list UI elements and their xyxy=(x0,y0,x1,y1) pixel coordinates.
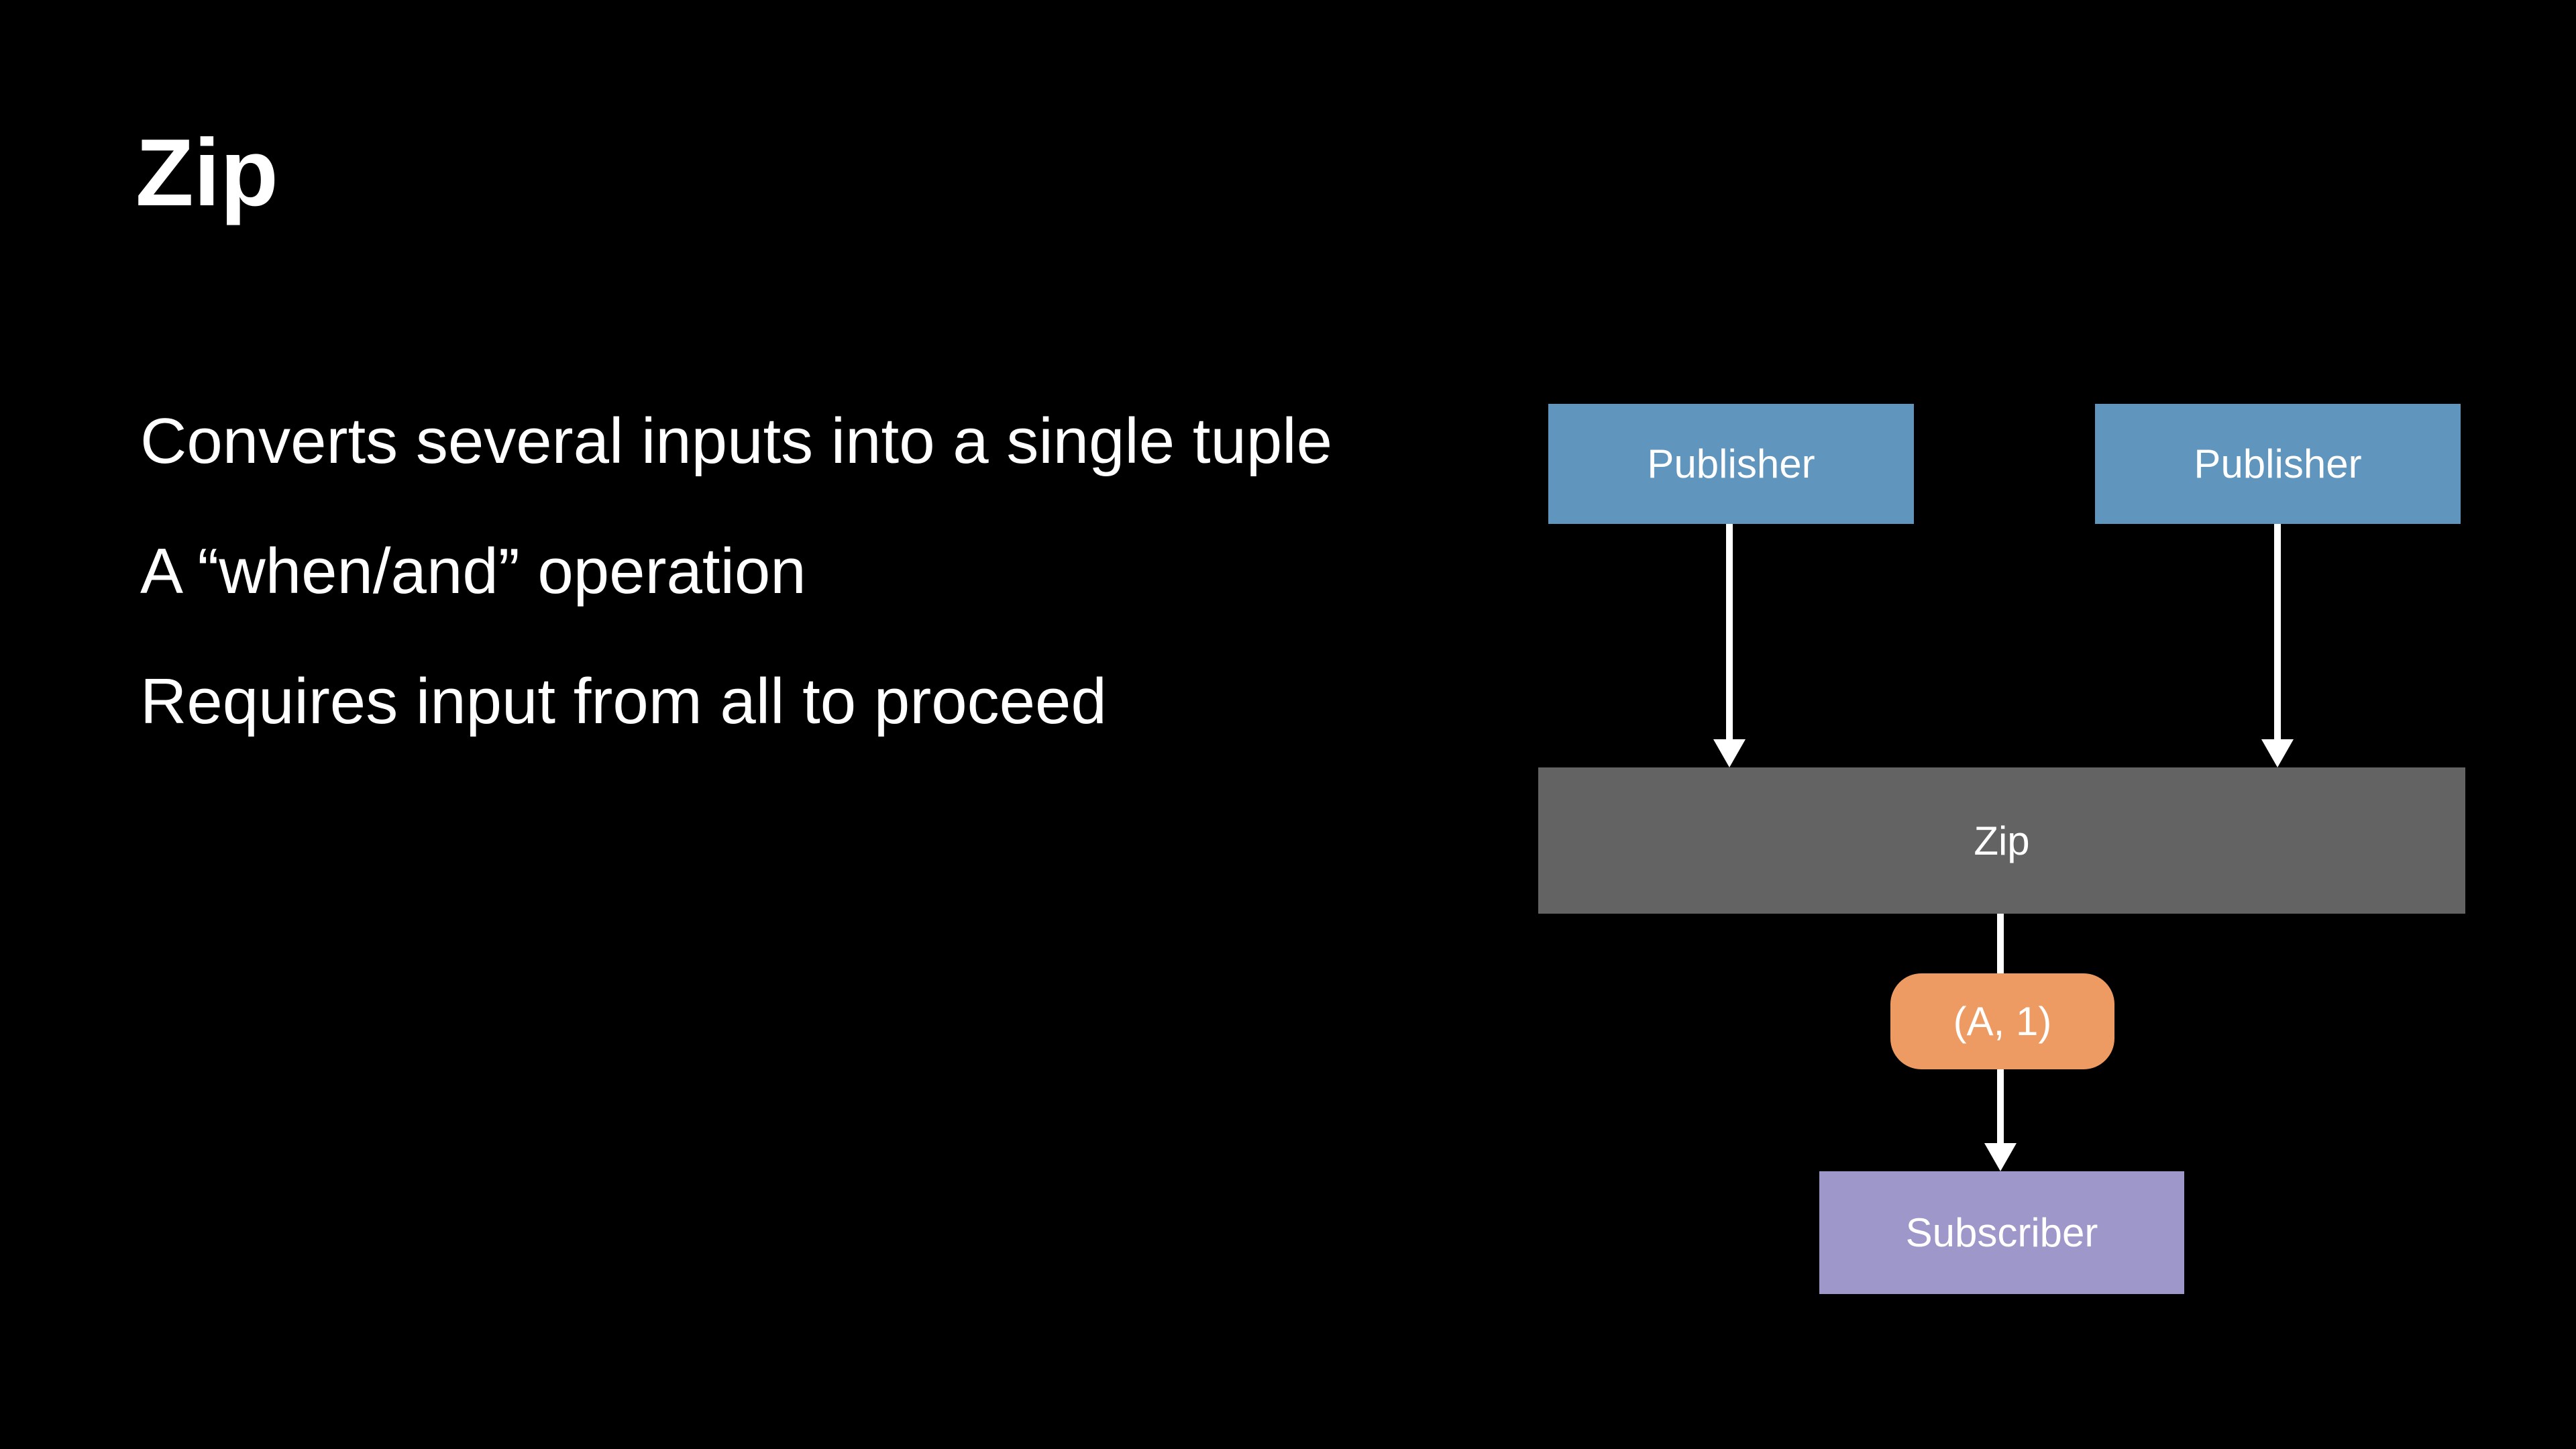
tuple-value-badge: (A, 1) xyxy=(1890,973,2114,1069)
bullet-item: A “when/and” operation xyxy=(140,535,806,607)
arrow-line xyxy=(1726,524,1733,740)
publisher-box-right: Publisher xyxy=(2095,404,2461,524)
publisher-box-left: Publisher xyxy=(1548,404,1914,524)
tuple-label: (A, 1) xyxy=(1953,999,2052,1044)
bullet-item: Requires input from all to proceed xyxy=(140,665,1107,737)
publisher-label: Publisher xyxy=(1647,441,1815,486)
arrow-down-icon xyxy=(1713,739,1746,767)
subscriber-label: Subscriber xyxy=(1905,1210,2098,1255)
arrow-down-icon xyxy=(2261,739,2294,767)
arrow-down-icon xyxy=(1984,1143,2017,1171)
publisher-label: Publisher xyxy=(2194,441,2362,486)
zip-label: Zip xyxy=(1974,818,2030,863)
bullet-item: Converts several inputs into a single tu… xyxy=(140,405,1332,477)
bullet-list: Converts several inputs into a single tu… xyxy=(140,376,1515,767)
subscriber-box: Subscriber xyxy=(1819,1171,2184,1294)
arrow-line xyxy=(2274,524,2281,740)
zip-operator-box: Zip xyxy=(1538,767,2465,914)
page-title: Zip xyxy=(136,119,278,227)
